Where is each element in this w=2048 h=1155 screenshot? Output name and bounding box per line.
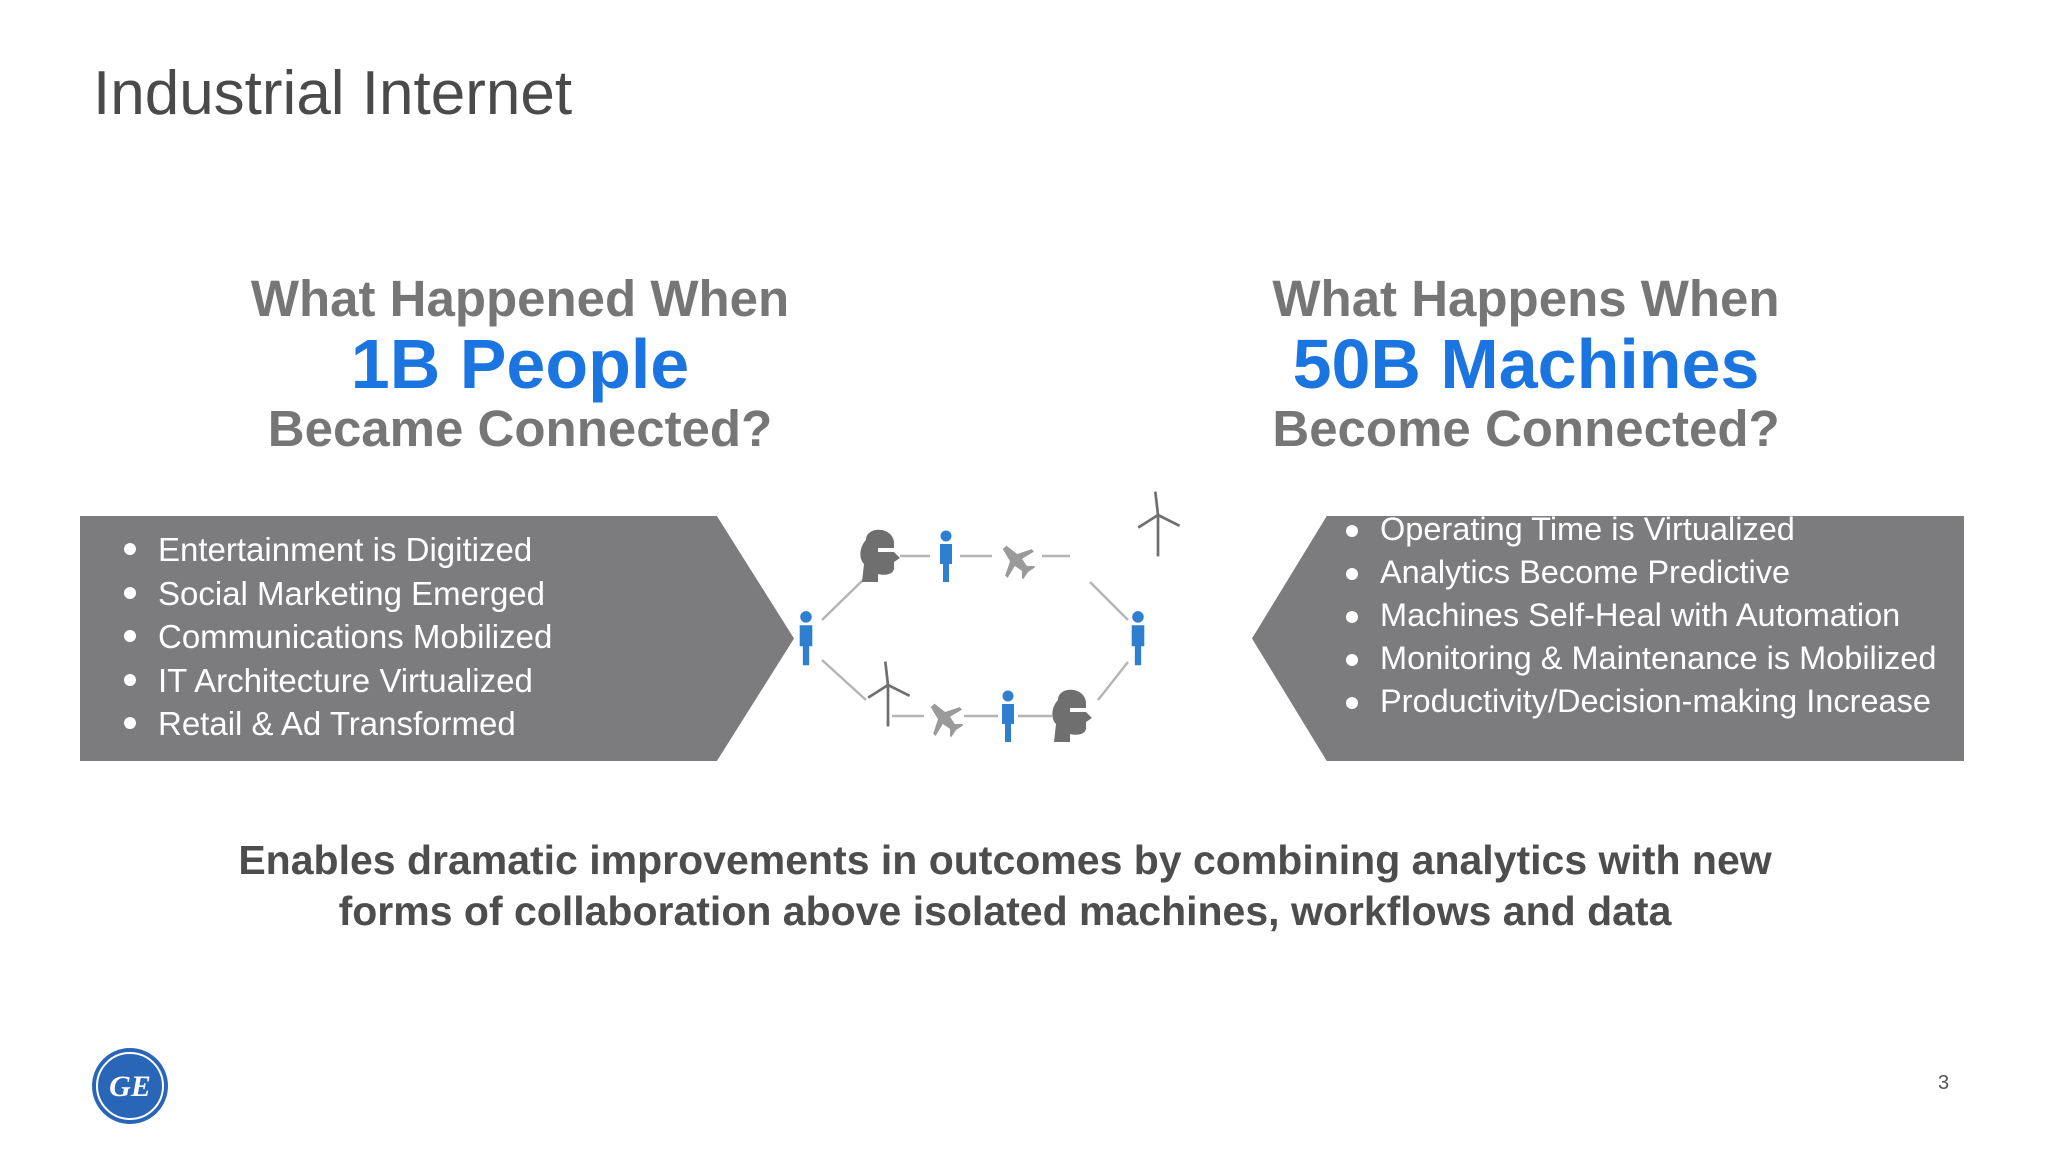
tagline-line2: forms of collaboration above isolated ma… xyxy=(338,888,1672,934)
head-gear-icon xyxy=(1052,689,1092,742)
right-heading-line3: Become Connected? xyxy=(1272,400,1780,457)
left-heading: What Happened When 1B People Became Conn… xyxy=(140,268,900,460)
list-item: Entertainment is Digitized xyxy=(122,528,552,572)
list-item: Productivity/Decision-making Increase xyxy=(1344,684,1964,718)
list-item: Social Marketing Emerged xyxy=(122,572,552,616)
list-item: Monitoring & Maintenance is Mobilized xyxy=(1344,641,1964,675)
right-heading-line1: What Happens When xyxy=(1272,270,1780,327)
head-gear-icon xyxy=(860,529,900,582)
person-icon xyxy=(1131,611,1145,666)
list-item: IT Architecture Virtualized xyxy=(122,659,552,703)
list-item: Communications Mobilized xyxy=(122,615,552,659)
left-arrow-panel xyxy=(80,516,794,761)
right-bullet-list: Operating Time is Virtualized Analytics … xyxy=(1344,512,1964,727)
right-heading-highlight: 50B Machines xyxy=(1292,325,1760,403)
airplane-icon xyxy=(990,534,1043,587)
connected-network-diagram xyxy=(799,490,1181,745)
person-icon xyxy=(799,611,813,666)
tagline: Enables dramatic improvements in outcome… xyxy=(140,835,1870,937)
tagline-line1: Enables dramatic improvements in outcome… xyxy=(238,837,1772,883)
list-item: Operating Time is Virtualized xyxy=(1344,512,1964,546)
network-connections xyxy=(821,554,1129,718)
list-item: Retail & Ad Transformed xyxy=(122,702,552,746)
left-heading-highlight: 1B People xyxy=(350,325,690,403)
person-icon xyxy=(940,530,952,582)
left-heading-line1: What Happened When xyxy=(250,270,790,327)
page-number: 3 xyxy=(1938,1072,1950,1094)
airplane-icon xyxy=(918,692,971,745)
left-heading-line3: Became Connected? xyxy=(267,400,773,457)
slide-title: Industrial Internet xyxy=(93,59,573,128)
person-icon xyxy=(1002,690,1014,742)
right-heading: What Happens When 50B Machines Become Co… xyxy=(1146,268,1906,460)
wind-turbine-icon xyxy=(1136,490,1181,558)
left-bullet-list: Entertainment is Digitized Social Market… xyxy=(122,528,552,746)
ge-logo-icon: GE xyxy=(92,1048,168,1124)
right-arrow-panel xyxy=(1252,516,1964,761)
logo-text: GE xyxy=(109,1070,151,1103)
list-item: Analytics Become Predictive xyxy=(1344,555,1964,589)
list-item: Machines Self-Heal with Automation xyxy=(1344,598,1964,632)
